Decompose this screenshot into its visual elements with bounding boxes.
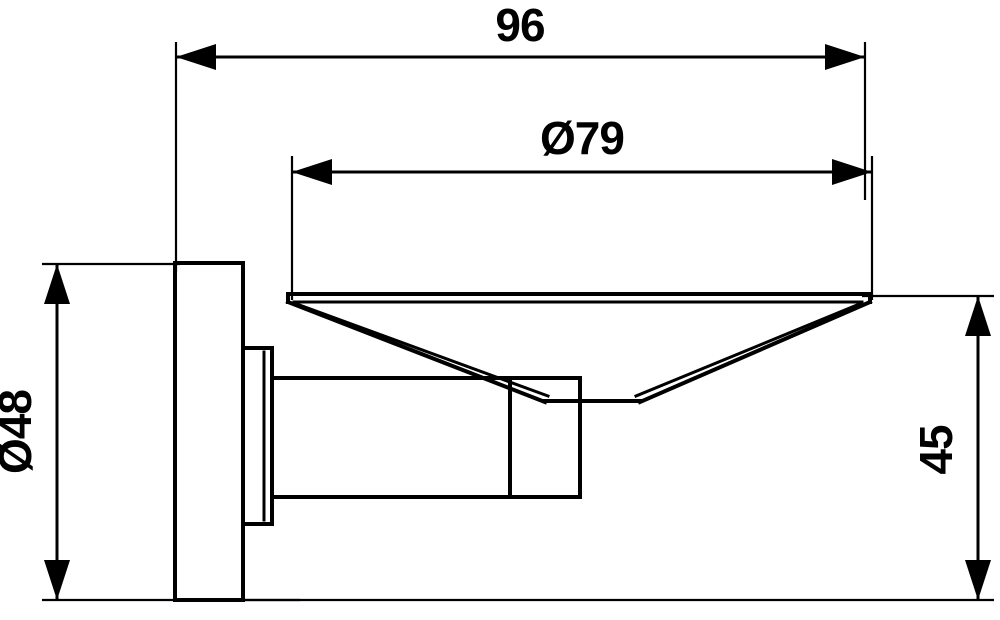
dimension-overall-width: 96	[176, 0, 865, 70]
bowl-cone-right-inner	[634, 301, 864, 398]
dimension-bowl-height: 45	[910, 296, 991, 600]
collar-outline	[241, 346, 274, 526]
wall-plate-outline	[173, 261, 245, 602]
product-geometry	[173, 261, 873, 602]
arrow-top-45	[965, 296, 991, 336]
dimension-label-45: 45	[910, 425, 962, 475]
arrow-right-96	[825, 44, 865, 70]
bowl-cone-left-outer	[285, 299, 548, 405]
bowl-cone-left-inner	[292, 301, 550, 398]
dimension-label-d48: Ø48	[0, 390, 41, 474]
arrow-top-d48	[44, 264, 70, 304]
arrow-left-96	[176, 44, 216, 70]
arrow-right-d79	[832, 159, 872, 185]
dimension-plate-diameter: Ø48	[0, 264, 70, 600]
bowl-cone-right-outer	[637, 299, 873, 405]
arrow-left-d79	[292, 159, 332, 185]
dimension-bowl-diameter: Ø79	[292, 112, 872, 185]
dimension-label-96: 96	[495, 0, 544, 51]
dimension-label-d79: Ø79	[540, 112, 624, 164]
extension-lines	[42, 42, 994, 602]
arrow-bottom-d48	[44, 560, 70, 600]
arrow-bottom-45	[965, 560, 991, 600]
